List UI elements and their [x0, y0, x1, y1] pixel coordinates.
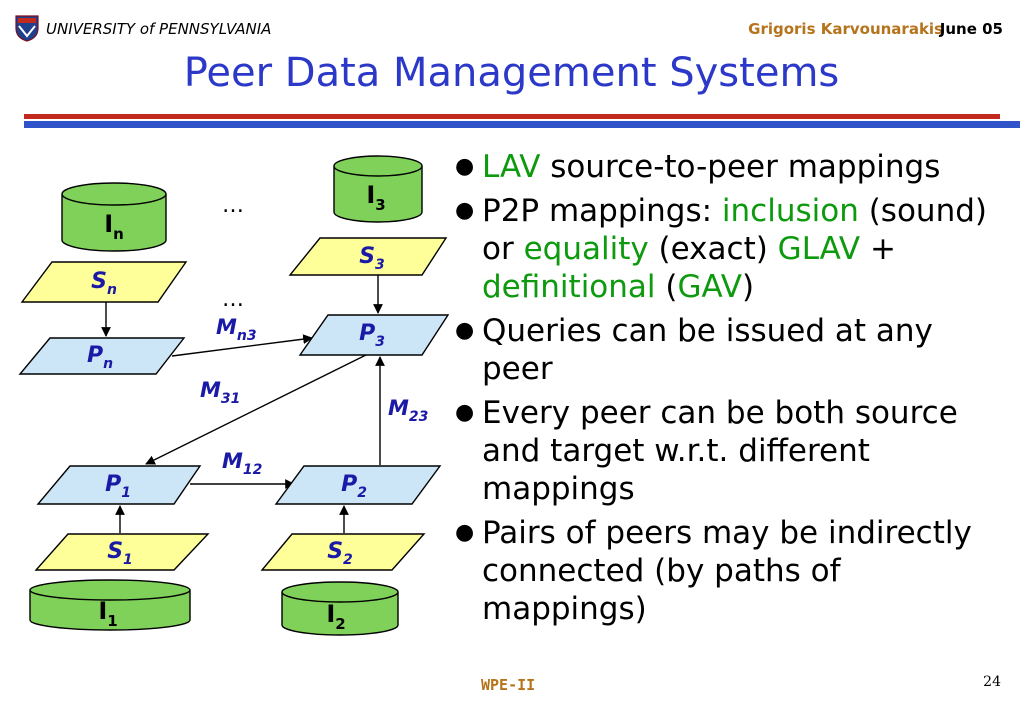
- bullet-text: Queries can be issued at any peer: [482, 313, 933, 387]
- bullet-dot: ●: [455, 400, 475, 425]
- svg-text:In: In: [104, 210, 124, 243]
- bullet-item: ● Every peer can be both source and targe…: [453, 394, 1013, 508]
- bullet-item: ● P2P mappings: inclusion (sound) or equa…: [453, 192, 1013, 306]
- svg-text:Pn: Pn: [87, 343, 113, 372]
- bullet-text: Every peer can be both source and target…: [482, 395, 958, 507]
- source-s1: S1: [34, 533, 210, 571]
- bullet-text: LAV: [482, 149, 541, 185]
- svg-text:P1: P1: [105, 472, 131, 501]
- svg-text:S3: S3: [359, 244, 385, 273]
- bullet-list: ● LAV source-to-peer mappings ● P2P mapping…: [453, 148, 1013, 634]
- peer-pn: Pn: [18, 337, 186, 375]
- svg-text:P3: P3: [359, 321, 385, 350]
- university-name: UNIVERSITY of PENNSYLVANIA: [46, 20, 272, 38]
- database-i3: I3: [333, 155, 423, 223]
- svg-text:S1: S1: [107, 539, 133, 568]
- database-in: In: [61, 182, 167, 252]
- bullet-text: (sound) or: [482, 193, 987, 267]
- ellipsis-middle: …: [222, 287, 244, 312]
- bullet-text: definitional: [482, 269, 656, 305]
- svg-text:Sn: Sn: [91, 269, 117, 298]
- edge-p3-p1: [145, 352, 371, 465]
- bullet-text: +: [860, 231, 896, 267]
- edge-pn-p3: [171, 334, 313, 357]
- bullet-text: inclusion: [721, 193, 859, 229]
- presentation-date: June 05: [939, 20, 1003, 38]
- bullet-text: source-to-peer mappings: [540, 149, 941, 185]
- header-rule-blue: [24, 121, 1020, 128]
- mapping-label-m31: M31: [200, 378, 240, 407]
- bullet-text: (: [655, 269, 678, 305]
- database-i2: I2: [281, 581, 399, 636]
- bullet-item: ● Queries can be issued at any peer: [453, 312, 1013, 388]
- bullet-dot: ●: [455, 198, 475, 223]
- source-sn: Sn: [20, 261, 188, 303]
- bullet-dot: ●: [455, 318, 475, 343]
- bullet-text: P2P mappings:: [482, 193, 722, 229]
- ellipsis-top: …: [222, 193, 244, 218]
- bullet-item: ● LAV source-to-peer mappings: [453, 148, 1013, 186]
- pdms-diagram: In I3 I1 I2 Sn S3 S1: [18, 155, 450, 636]
- svg-text:I2: I2: [326, 600, 345, 633]
- peer-p2: P2: [274, 465, 442, 505]
- mapping-label-m23: M23: [388, 396, 428, 425]
- mapping-label-m12: M12: [222, 449, 262, 478]
- source-s2: S2: [260, 533, 426, 571]
- header-rule-red: [24, 114, 1000, 119]
- footer-label: WPE-II: [481, 676, 536, 694]
- source-s3: S3: [288, 237, 448, 276]
- svg-text:I1: I1: [98, 597, 117, 630]
- bullet-text: ): [741, 269, 755, 305]
- bullet-text: equality: [523, 231, 649, 267]
- bullet-text: GLAV: [777, 231, 861, 267]
- svg-text:S2: S2: [327, 539, 353, 568]
- bullet-dot: ●: [455, 154, 475, 179]
- peer-p3: P3: [298, 314, 450, 356]
- peer-p1: P1: [36, 465, 202, 505]
- bullet-dot: ●: [455, 520, 475, 545]
- slide-title: Peer Data Management Systems: [183, 50, 840, 96]
- university-shield-logo: [15, 15, 39, 42]
- database-i1: I1: [29, 579, 191, 631]
- author-name: Grigoris Karvounarakis: [748, 20, 943, 38]
- bullet-text: Pairs of peers may be indirectly connect…: [482, 515, 972, 627]
- bullet-item: ● Pairs of peers may be indirectly connec…: [453, 514, 1013, 628]
- svg-text:P2: P2: [341, 472, 367, 501]
- svg-text:I3: I3: [366, 181, 385, 214]
- page-number: 24: [983, 674, 1001, 690]
- bullet-text: (exact): [648, 231, 778, 267]
- bullet-text: GAV: [677, 269, 742, 305]
- mapping-label-mn3: Mn3: [216, 315, 257, 344]
